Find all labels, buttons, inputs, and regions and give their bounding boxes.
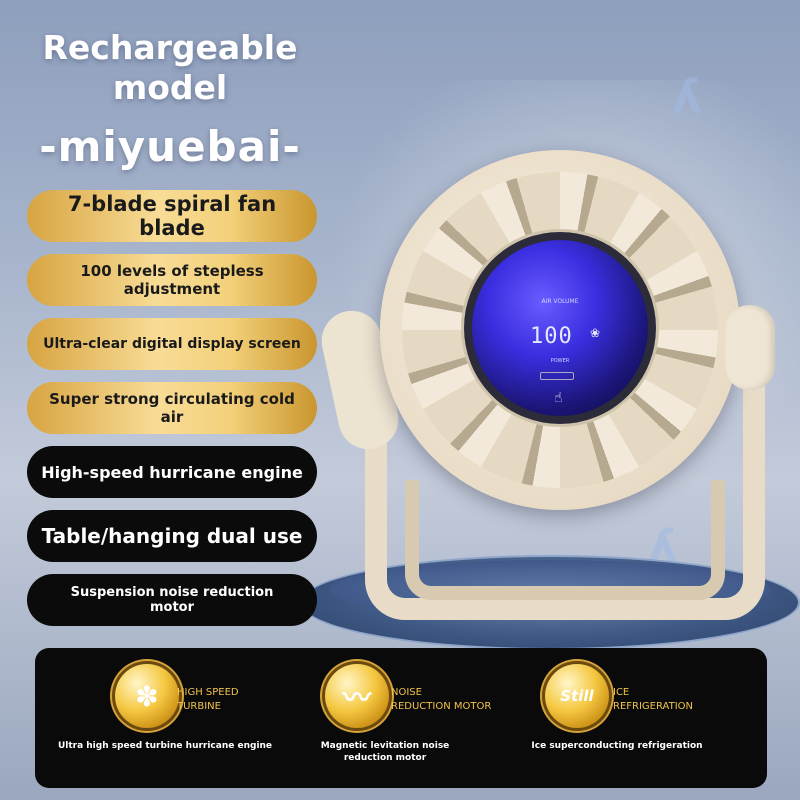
feature-pill: Ultra-clear digital display screen xyxy=(27,318,317,370)
feature-pill: 7-blade spiral fan blade xyxy=(27,190,317,242)
power-label: POWER xyxy=(550,358,570,364)
watermark-icon: ʎ xyxy=(672,70,702,124)
feature-pill: Super strong circulating cold air xyxy=(27,382,317,434)
fan-display-screen: AIR VOLUME 100 ❀ POWER ☝ xyxy=(464,232,656,424)
feature-pill: Suspension noise reduction motor xyxy=(27,574,317,626)
fan-product-image: AIR VOLUME 100 ❀ POWER ☝ xyxy=(316,140,800,640)
title-line-2: model xyxy=(112,68,228,107)
power-touch-icon: ☝ xyxy=(554,390,563,406)
header: Rechargeable model -miyuebai- xyxy=(0,28,340,171)
waveform-icon: 〰 xyxy=(325,664,389,728)
feature-pill: High-speed hurricane engine xyxy=(27,446,317,498)
tech-desc: Ice superconducting refrigeration xyxy=(531,741,703,751)
leaf-icon: ❀ xyxy=(590,326,601,340)
feature-list: 7-blade spiral fan blade 100 levels of s… xyxy=(27,190,317,638)
display-digits: 100 xyxy=(530,324,573,349)
tech-desc: Ultra high speed turbine hurricane engin… xyxy=(57,741,273,751)
feature-pill: Table/hanging dual use xyxy=(27,510,317,562)
fan-stand-inner xyxy=(405,480,725,600)
fan-knob xyxy=(725,305,775,390)
feature-pill: 100 levels of stepless adjustment xyxy=(27,254,317,306)
still-badge-icon: Still xyxy=(545,664,609,728)
battery-icon xyxy=(540,372,574,380)
title-line-1: Rechargeable xyxy=(42,28,298,67)
brand-name: -miyuebai- xyxy=(39,122,301,171)
fan-blade-icon: ✽ xyxy=(115,664,179,728)
air-volume-label: AIR VOLUME xyxy=(541,298,579,305)
